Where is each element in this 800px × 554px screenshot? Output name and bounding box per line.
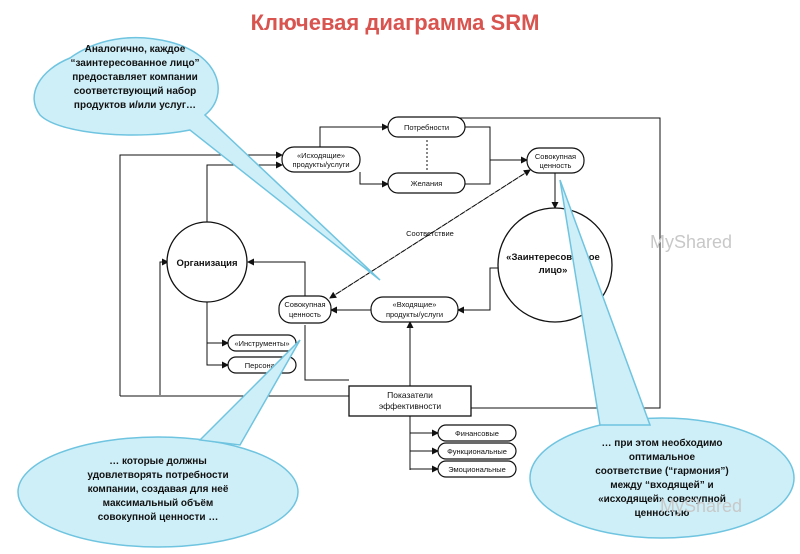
callout-bottom-right-line-6: ценностью bbox=[635, 508, 690, 519]
callout-bottom-right-line-4: между “входящей” и bbox=[610, 480, 713, 491]
total-value-top-2: ценность bbox=[540, 161, 572, 170]
emotional-label: Эмоциональные bbox=[448, 465, 506, 474]
stakeholder-label-1: «Заинтересованное bbox=[506, 252, 600, 263]
callout-bottom-left-line-5: совокупной ценности … bbox=[98, 512, 219, 523]
watermark-top: MyShared bbox=[650, 232, 732, 252]
instruments-label: «Инструменты» bbox=[234, 339, 289, 348]
diagram-title: Ключевая диаграмма SRM bbox=[251, 10, 540, 35]
node-incoming-products: «Входящие» продукты/услуги bbox=[370, 296, 459, 323]
kpi-label-2: эффективности bbox=[379, 401, 442, 411]
callout-bottom-right-line-1: … при этом необходимо bbox=[602, 437, 723, 449]
node-financial: Финансовые bbox=[437, 424, 517, 442]
functional-label: Функциональные bbox=[447, 447, 507, 456]
incoming-label-1: «Входящие» bbox=[393, 300, 437, 309]
callout-bottom-left-line-1: … которые должны bbox=[109, 456, 207, 467]
outgoing-label-1: «Исходящие» bbox=[297, 151, 345, 160]
wants-label: Желания bbox=[411, 179, 443, 188]
callout-top-left-line-2: “заинтересованное лицо” bbox=[70, 58, 199, 69]
callout-top-left-line-3: предоставляет компании bbox=[72, 72, 198, 83]
needs-label: Потребности bbox=[404, 123, 449, 132]
callout-bottom-left-line-2: удовлетворять потребности bbox=[87, 469, 228, 481]
personnel-label: Персонал bbox=[245, 361, 279, 370]
callout-bottom-left-line-4: максимальный объём bbox=[103, 497, 214, 509]
callout-top-left: Аналогично, каждое “заинтересованное лиц… bbox=[33, 36, 381, 281]
callout-bottom-right-line-5: «исходящей» совокупной bbox=[598, 494, 726, 505]
incoming-label-2: продукты/услуги bbox=[386, 310, 443, 319]
organization-label: Организация bbox=[176, 258, 237, 269]
node-functional: Функциональные bbox=[437, 442, 517, 460]
node-total-value-mid: Совокупная ценность bbox=[278, 295, 332, 324]
callout-bottom-right-line-2: оптимальное bbox=[629, 452, 696, 463]
callout-bottom-right: … при этом необходимо оптимальное соотве… bbox=[529, 179, 795, 539]
node-outgoing-products: «Исходящие» продукты/услуги bbox=[281, 146, 361, 173]
kpi-label-1: Показатели bbox=[387, 390, 433, 400]
total-value-top-1: Совокупная bbox=[535, 152, 576, 161]
node-kpi: Показатели эффективности bbox=[348, 385, 472, 417]
node-needs: Потребности bbox=[387, 116, 466, 138]
total-value-mid-2: ценность bbox=[289, 310, 321, 319]
node-emotional: Эмоциональные bbox=[437, 460, 517, 478]
callout-bottom-left-line-3: компании, создавая для неё bbox=[88, 484, 229, 495]
callout-bottom-left: … которые должны удовлетворять потребнос… bbox=[17, 339, 301, 548]
outgoing-label-2: продукты/услуги bbox=[292, 160, 349, 169]
callout-top-left-line-4: соответствующий набор bbox=[74, 85, 197, 97]
callout-top-left-line-1: Аналогично, каждое bbox=[85, 44, 186, 55]
callout-bottom-right-line-3: соответствие (“гармония”) bbox=[595, 466, 729, 477]
stakeholder-label-2: лицо» bbox=[539, 265, 568, 276]
node-total-value-top: Совокупная ценность bbox=[526, 147, 585, 174]
watermark: MyShared bbox=[660, 496, 742, 516]
financial-label: Финансовые bbox=[455, 429, 499, 438]
callout-top-left-line-5: продуктов и/или услуг… bbox=[74, 100, 196, 111]
total-value-mid-1: Совокупная bbox=[284, 300, 325, 309]
correspondence-label: Соответствие bbox=[406, 229, 454, 238]
node-instruments: «Инструменты» bbox=[227, 334, 297, 352]
node-organization: Организация bbox=[166, 221, 248, 303]
node-wants: Желания bbox=[387, 172, 466, 194]
